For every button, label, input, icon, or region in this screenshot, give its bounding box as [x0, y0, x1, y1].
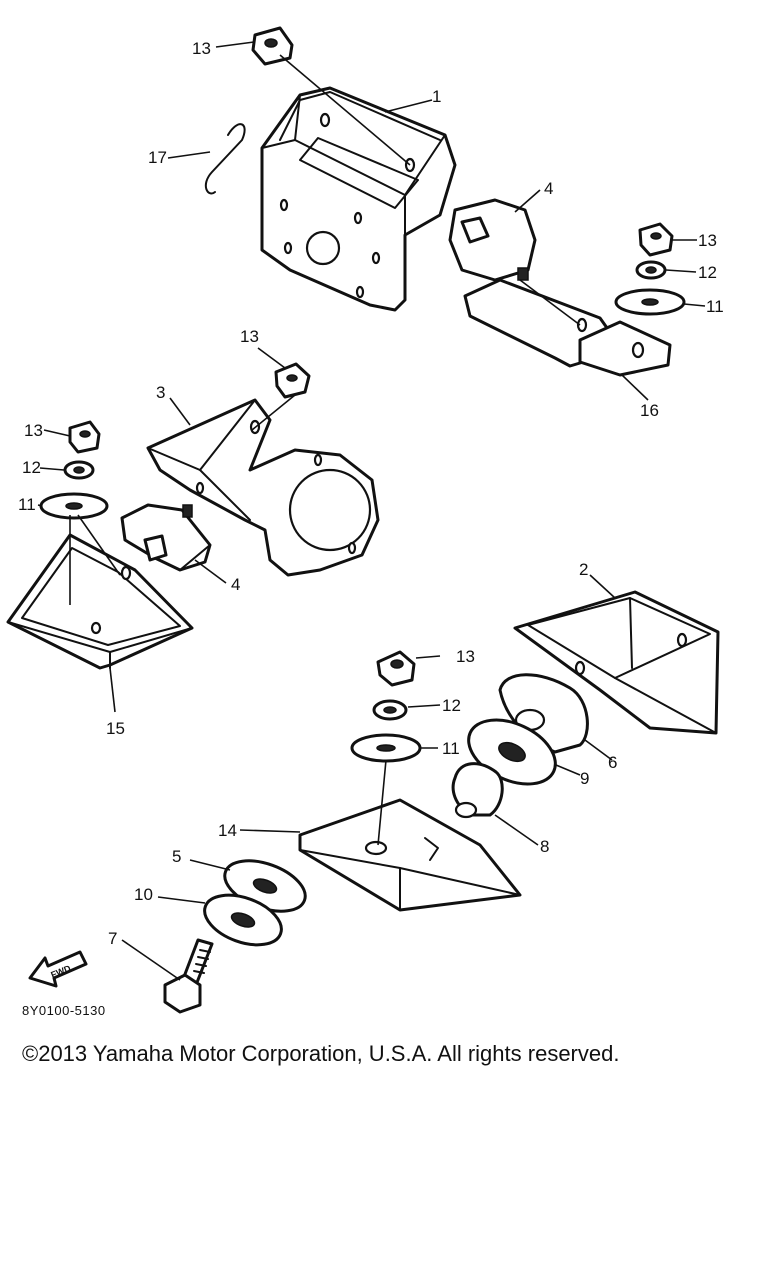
part-4-rubber-mount-middle — [120, 503, 212, 572]
part-4-rubber-mount-upper — [448, 198, 537, 282]
part-14-plate — [298, 798, 522, 912]
part-17-clip — [204, 123, 246, 195]
callout-13: 13 — [192, 39, 211, 58]
callout-13: 13 — [456, 647, 475, 666]
callout-12: 12 — [22, 458, 41, 477]
callout-11: 11 — [18, 495, 36, 514]
part-13-nut-middle — [274, 362, 311, 399]
callout-12: 12 — [442, 696, 461, 715]
part-2-bracket — [513, 590, 720, 735]
callout-3: 3 — [156, 383, 165, 402]
callout-11: 11 — [442, 739, 460, 758]
callout-6: 6 — [608, 753, 617, 772]
callout-4: 4 — [544, 179, 553, 198]
part-12-washer-right — [635, 260, 667, 280]
part-12-washer-lower — [372, 699, 408, 721]
callout-1: 1 — [432, 87, 441, 106]
part-16-bracket — [463, 278, 672, 377]
part-13-nut-left — [68, 420, 101, 454]
part-11-washer-right — [614, 288, 686, 316]
callout-16: 16 — [640, 401, 659, 420]
drawing-code: 8Y0100-5130 — [22, 1003, 106, 1018]
callout-numbers: 13 1 17 4 13 12 11 16 13 3 13 12 11 4 15… — [18, 39, 724, 948]
part-13-nut-right — [638, 222, 674, 257]
callout-10: 10 — [134, 885, 153, 904]
callout-5: 5 — [172, 847, 181, 866]
part-8-collar — [451, 762, 504, 819]
part-10-washer — [203, 893, 283, 947]
part-12-washer-left — [63, 460, 95, 480]
callout-11: 11 — [706, 297, 724, 316]
part-11-washer-lower — [350, 733, 422, 763]
copyright-notice: ©2013 Yamaha Motor Corporation, U.S.A. A… — [22, 1041, 620, 1066]
part-1-bracket — [260, 86, 457, 312]
callout-8: 8 — [540, 837, 549, 856]
part-7-bolt — [163, 938, 214, 1014]
exploded-parts-diagram: FWD 13 1 17 — [6, 26, 724, 1014]
callout-7: 7 — [108, 929, 117, 948]
callout-13: 13 — [24, 421, 43, 440]
part-11-washer-left — [39, 492, 109, 520]
callout-14: 14 — [218, 821, 237, 840]
part-13-nut-lower — [376, 650, 416, 687]
callout-9: 9 — [580, 769, 589, 788]
fwd-arrow-icon: FWD — [28, 950, 88, 988]
callout-12: 12 — [698, 263, 717, 282]
callout-2: 2 — [579, 560, 588, 579]
callout-17: 17 — [148, 148, 167, 167]
callout-15: 15 — [106, 719, 125, 738]
callout-13: 13 — [698, 231, 717, 250]
callout-4: 4 — [231, 575, 240, 594]
leader-lines — [37, 41, 706, 981]
callout-13: 13 — [240, 327, 259, 346]
part-13-nut-top — [251, 26, 294, 66]
part-3-bracket — [146, 398, 380, 577]
